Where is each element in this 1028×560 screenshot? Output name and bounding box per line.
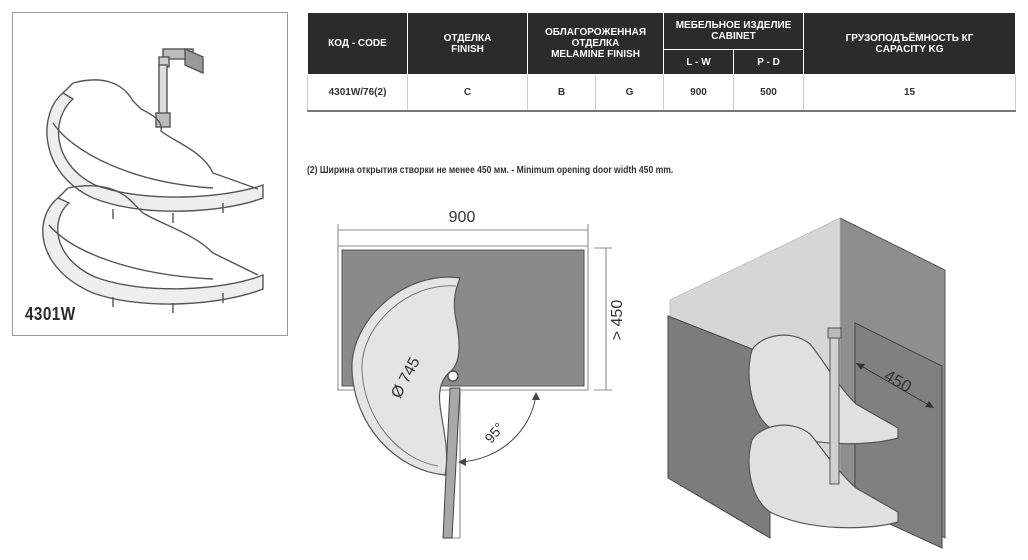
plan-drawing: 900 > 450 Ø 745 95° — [337, 209, 626, 539]
width-dimension-label: 900 — [449, 209, 476, 226]
header-finish: ОТДЕЛКА FINISH — [407, 12, 528, 75]
header-cabinet: МЕБЕЛЬНОЕ ИЗДЕЛИЕ CABINET — [663, 12, 805, 50]
cell-capacity: 15 — [803, 74, 1017, 112]
angle-label: 95° — [481, 420, 507, 447]
table-row: 4301W/76(2) C B G 900 500 15 — [307, 74, 1017, 112]
carousel-basket-illustration — [42, 47, 264, 313]
header-code: КОД - CODE — [307, 12, 408, 75]
footnote: (2) Ширина открытия створки не менее 450… — [307, 165, 674, 176]
cell-finish: C — [407, 74, 528, 112]
header-cabinet-pd: P - D — [733, 49, 805, 75]
cell-melamine-1: B — [527, 74, 596, 112]
header-capacity: ГРУЗОПОДЪЁМНОСТЬ КГ CAPACITY KG — [803, 12, 1017, 75]
cell-melamine-2: G — [594, 74, 665, 112]
spec-table: КОД - CODE ОТДЕЛКА FINISH ОБЛАГОРОЖЕННАЯ… — [307, 12, 1017, 112]
cell-lw: 900 — [663, 74, 735, 112]
cell-pd: 500 — [733, 74, 805, 112]
product-code-label: 4301W — [25, 304, 76, 324]
depth-dimension-label: > 450 — [609, 300, 626, 341]
product-image-box: 4301W — [12, 12, 288, 336]
header-melamine: ОБЛАГОРОЖЕННАЯ ОТДЕЛКА MELAMINE FINISH — [526, 12, 665, 75]
header-cabinet-lw: L - W — [663, 49, 735, 75]
isometric-drawing: 450 — [667, 217, 946, 549]
cell-code: 4301W/76(2) — [307, 74, 408, 112]
